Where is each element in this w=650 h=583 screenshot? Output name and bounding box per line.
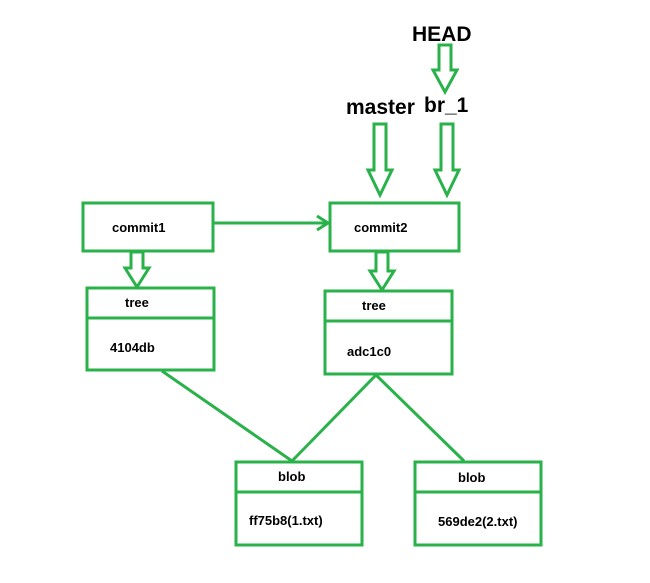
head-label: HEAD (412, 23, 472, 46)
tree2-title: tree (362, 298, 386, 313)
commit1-box (81, 201, 215, 253)
tree2-to-blob2-line (374, 373, 466, 463)
tree1-to-blob1-line (161, 369, 293, 463)
master-arrow (365, 122, 395, 199)
master-label: master (346, 96, 415, 119)
commit2-to-tree-arrow (367, 250, 397, 293)
tree1-hash: 4104db (110, 340, 155, 355)
branch-arrow (432, 122, 462, 199)
blob2-box (413, 460, 543, 547)
tree2-box (323, 289, 454, 376)
head-arrow (430, 43, 460, 96)
branch-label: br_1 (424, 94, 469, 117)
blob2-value: 569de2(2.txt) (438, 514, 518, 529)
tree2-hash: adc1c0 (347, 344, 392, 359)
commit1-to-tree-arrow (122, 250, 152, 290)
commit1-label: commit1 (112, 220, 166, 235)
parent-arrow-head (316, 214, 331, 232)
tree1-box (85, 286, 216, 372)
tree2-to-blob1-line (290, 373, 378, 463)
commit2-label: commit2 (354, 220, 408, 235)
blob2-title: blob (458, 470, 486, 485)
blob1-value: ff75b8(1.txt) (249, 513, 323, 528)
blob1-box (234, 460, 364, 547)
tree1-title: tree (125, 295, 149, 310)
blob1-title: blob (278, 469, 306, 484)
commit2-box (328, 201, 461, 253)
